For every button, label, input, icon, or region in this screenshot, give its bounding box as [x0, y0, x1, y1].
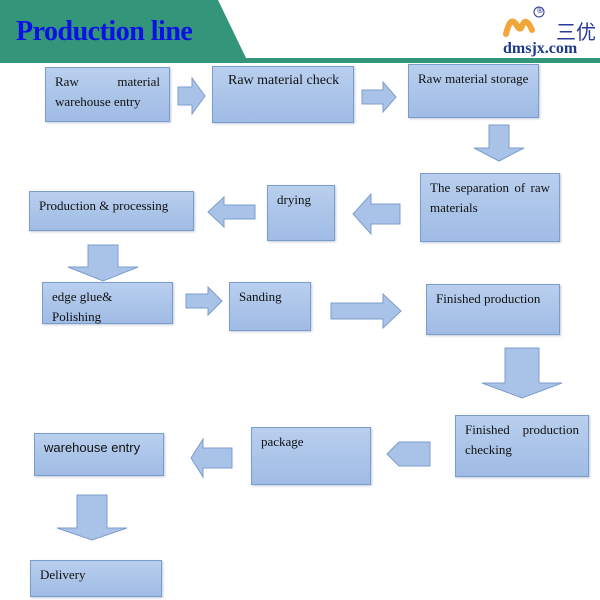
step-label: Finished production checking [465, 422, 579, 457]
arrow-down-icon [56, 494, 128, 541]
step-delivery: Delivery [30, 560, 162, 597]
step-raw-material-check: Raw material check [212, 66, 354, 123]
arrow-left-icon [386, 441, 431, 467]
step-label: Finished production [436, 291, 541, 306]
arrow-left [352, 192, 401, 236]
arrow-left [190, 437, 233, 479]
step-label: Raw material storage [418, 71, 529, 86]
step-package: package [251, 427, 371, 485]
arrow-down [481, 347, 563, 399]
arrow-down [67, 244, 139, 282]
step-sanding: Sanding [229, 282, 311, 331]
step-drying: drying [267, 185, 335, 241]
step-label: Production & processing [39, 198, 169, 213]
arrow-left-icon [207, 195, 256, 229]
arrow-left [207, 195, 256, 229]
step-label: warehouse entry [44, 440, 141, 455]
brand-name-cn: 三优 [556, 20, 596, 44]
step-raw-material-storage: Raw material storage [408, 64, 539, 118]
step-finished-production: Finished production [426, 284, 560, 335]
step-label: edge glue& Polishing [52, 289, 113, 324]
header-green-tab [0, 0, 600, 63]
step-raw-material-warehouse-entry: Raw material warehouse entry [45, 67, 170, 122]
arrow-right [361, 80, 397, 114]
step-warehouse-entry: warehouse entry [34, 433, 164, 476]
step-finished-production-checking: Finished production checking [455, 415, 589, 477]
arrow-down-icon [67, 244, 139, 282]
brand-logo-icon [503, 6, 545, 37]
header-band [0, 0, 600, 63]
arrow-right-icon [330, 292, 402, 330]
arrow-right-icon [177, 76, 206, 116]
brand-url: dmsjx.com [503, 40, 578, 57]
arrow-down-icon [473, 124, 525, 162]
arrow-left-icon [190, 437, 233, 479]
arrow-down-icon [481, 347, 563, 399]
arrow-down [56, 494, 128, 541]
step-edge-glue-polishing: edge glue& Polishing [42, 282, 173, 324]
arrow-right [330, 292, 402, 330]
arrow-left-icon [352, 192, 401, 236]
arrow-left [386, 441, 431, 467]
arrow-right [185, 285, 223, 317]
arrow-right [177, 76, 206, 116]
arrow-right-icon [185, 285, 223, 317]
step-label: package [261, 434, 304, 449]
step-separation-of-raw-materials: The separation of raw materials [420, 173, 560, 242]
page-title: Production line [16, 16, 193, 47]
step-label: The separation of raw materials [430, 180, 550, 215]
step-label: Delivery [40, 567, 86, 582]
step-label: Raw material warehouse entry [55, 74, 160, 109]
step-production-processing: Production & processing [29, 191, 194, 231]
arrow-down [473, 124, 525, 162]
step-label: Raw material check [228, 73, 340, 88]
arrow-right-icon [361, 80, 397, 114]
step-label: drying [277, 192, 311, 207]
registered-mark: ® [536, 6, 544, 15]
step-label: Sanding [239, 289, 282, 304]
